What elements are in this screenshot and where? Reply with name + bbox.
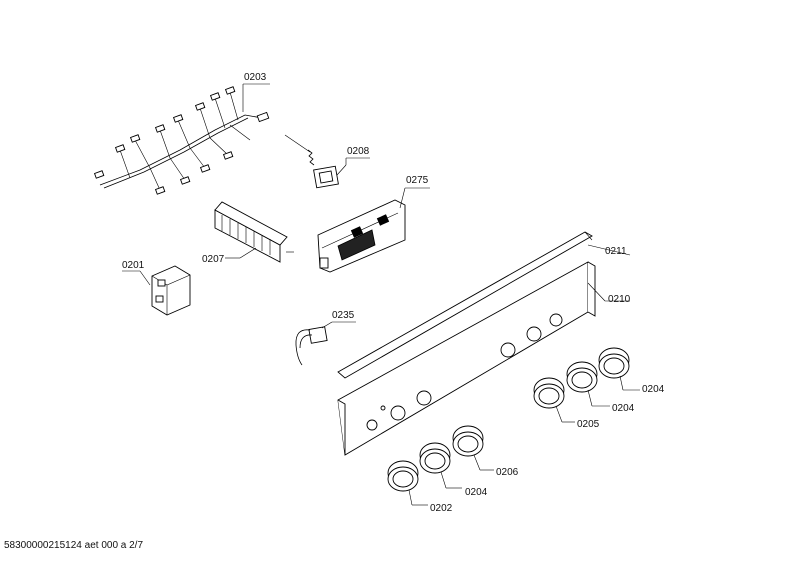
knob-0204-right bbox=[598, 347, 640, 391]
knob-0206 bbox=[452, 425, 494, 471]
control-panel-0210 bbox=[337, 261, 630, 456]
part-label-0202: 0202 bbox=[430, 503, 453, 514]
sensor-0235 bbox=[295, 321, 356, 366]
part-label-0207: 0207 bbox=[202, 254, 225, 265]
knob-0202 bbox=[387, 460, 428, 506]
part-label-0204-left: 0204 bbox=[465, 487, 488, 498]
part-label-0205: 0205 bbox=[577, 419, 600, 430]
control-board-0275 bbox=[317, 187, 430, 273]
part-label-0206: 0206 bbox=[496, 467, 519, 478]
part-label-0211: 0211 bbox=[605, 246, 627, 257]
thermostat-0208 bbox=[284, 134, 370, 189]
part-label-0210: 0210 bbox=[608, 294, 631, 305]
wiring-harness-0203 bbox=[93, 83, 270, 195]
part-label-0235: 0235 bbox=[332, 310, 355, 321]
part-label-0275: 0275 bbox=[406, 175, 429, 186]
trim-strip-0211 bbox=[337, 231, 631, 379]
part-label-0204-mid: 0204 bbox=[612, 403, 635, 414]
document-footer: 58300000215124 aet 000 a 2/7 bbox=[4, 540, 144, 551]
knob-0205 bbox=[533, 377, 575, 423]
part-label-0204-right: 0204 bbox=[642, 384, 665, 395]
part-label-0203: 0203 bbox=[244, 72, 267, 83]
knob-0204-left bbox=[419, 442, 462, 489]
part-label-0208: 0208 bbox=[347, 146, 370, 157]
part-label-0201: 0201 bbox=[122, 260, 145, 271]
switch-housing-0201 bbox=[122, 265, 191, 316]
knob-0204-mid bbox=[566, 361, 610, 407]
terminal-block-0207 bbox=[214, 201, 294, 263]
